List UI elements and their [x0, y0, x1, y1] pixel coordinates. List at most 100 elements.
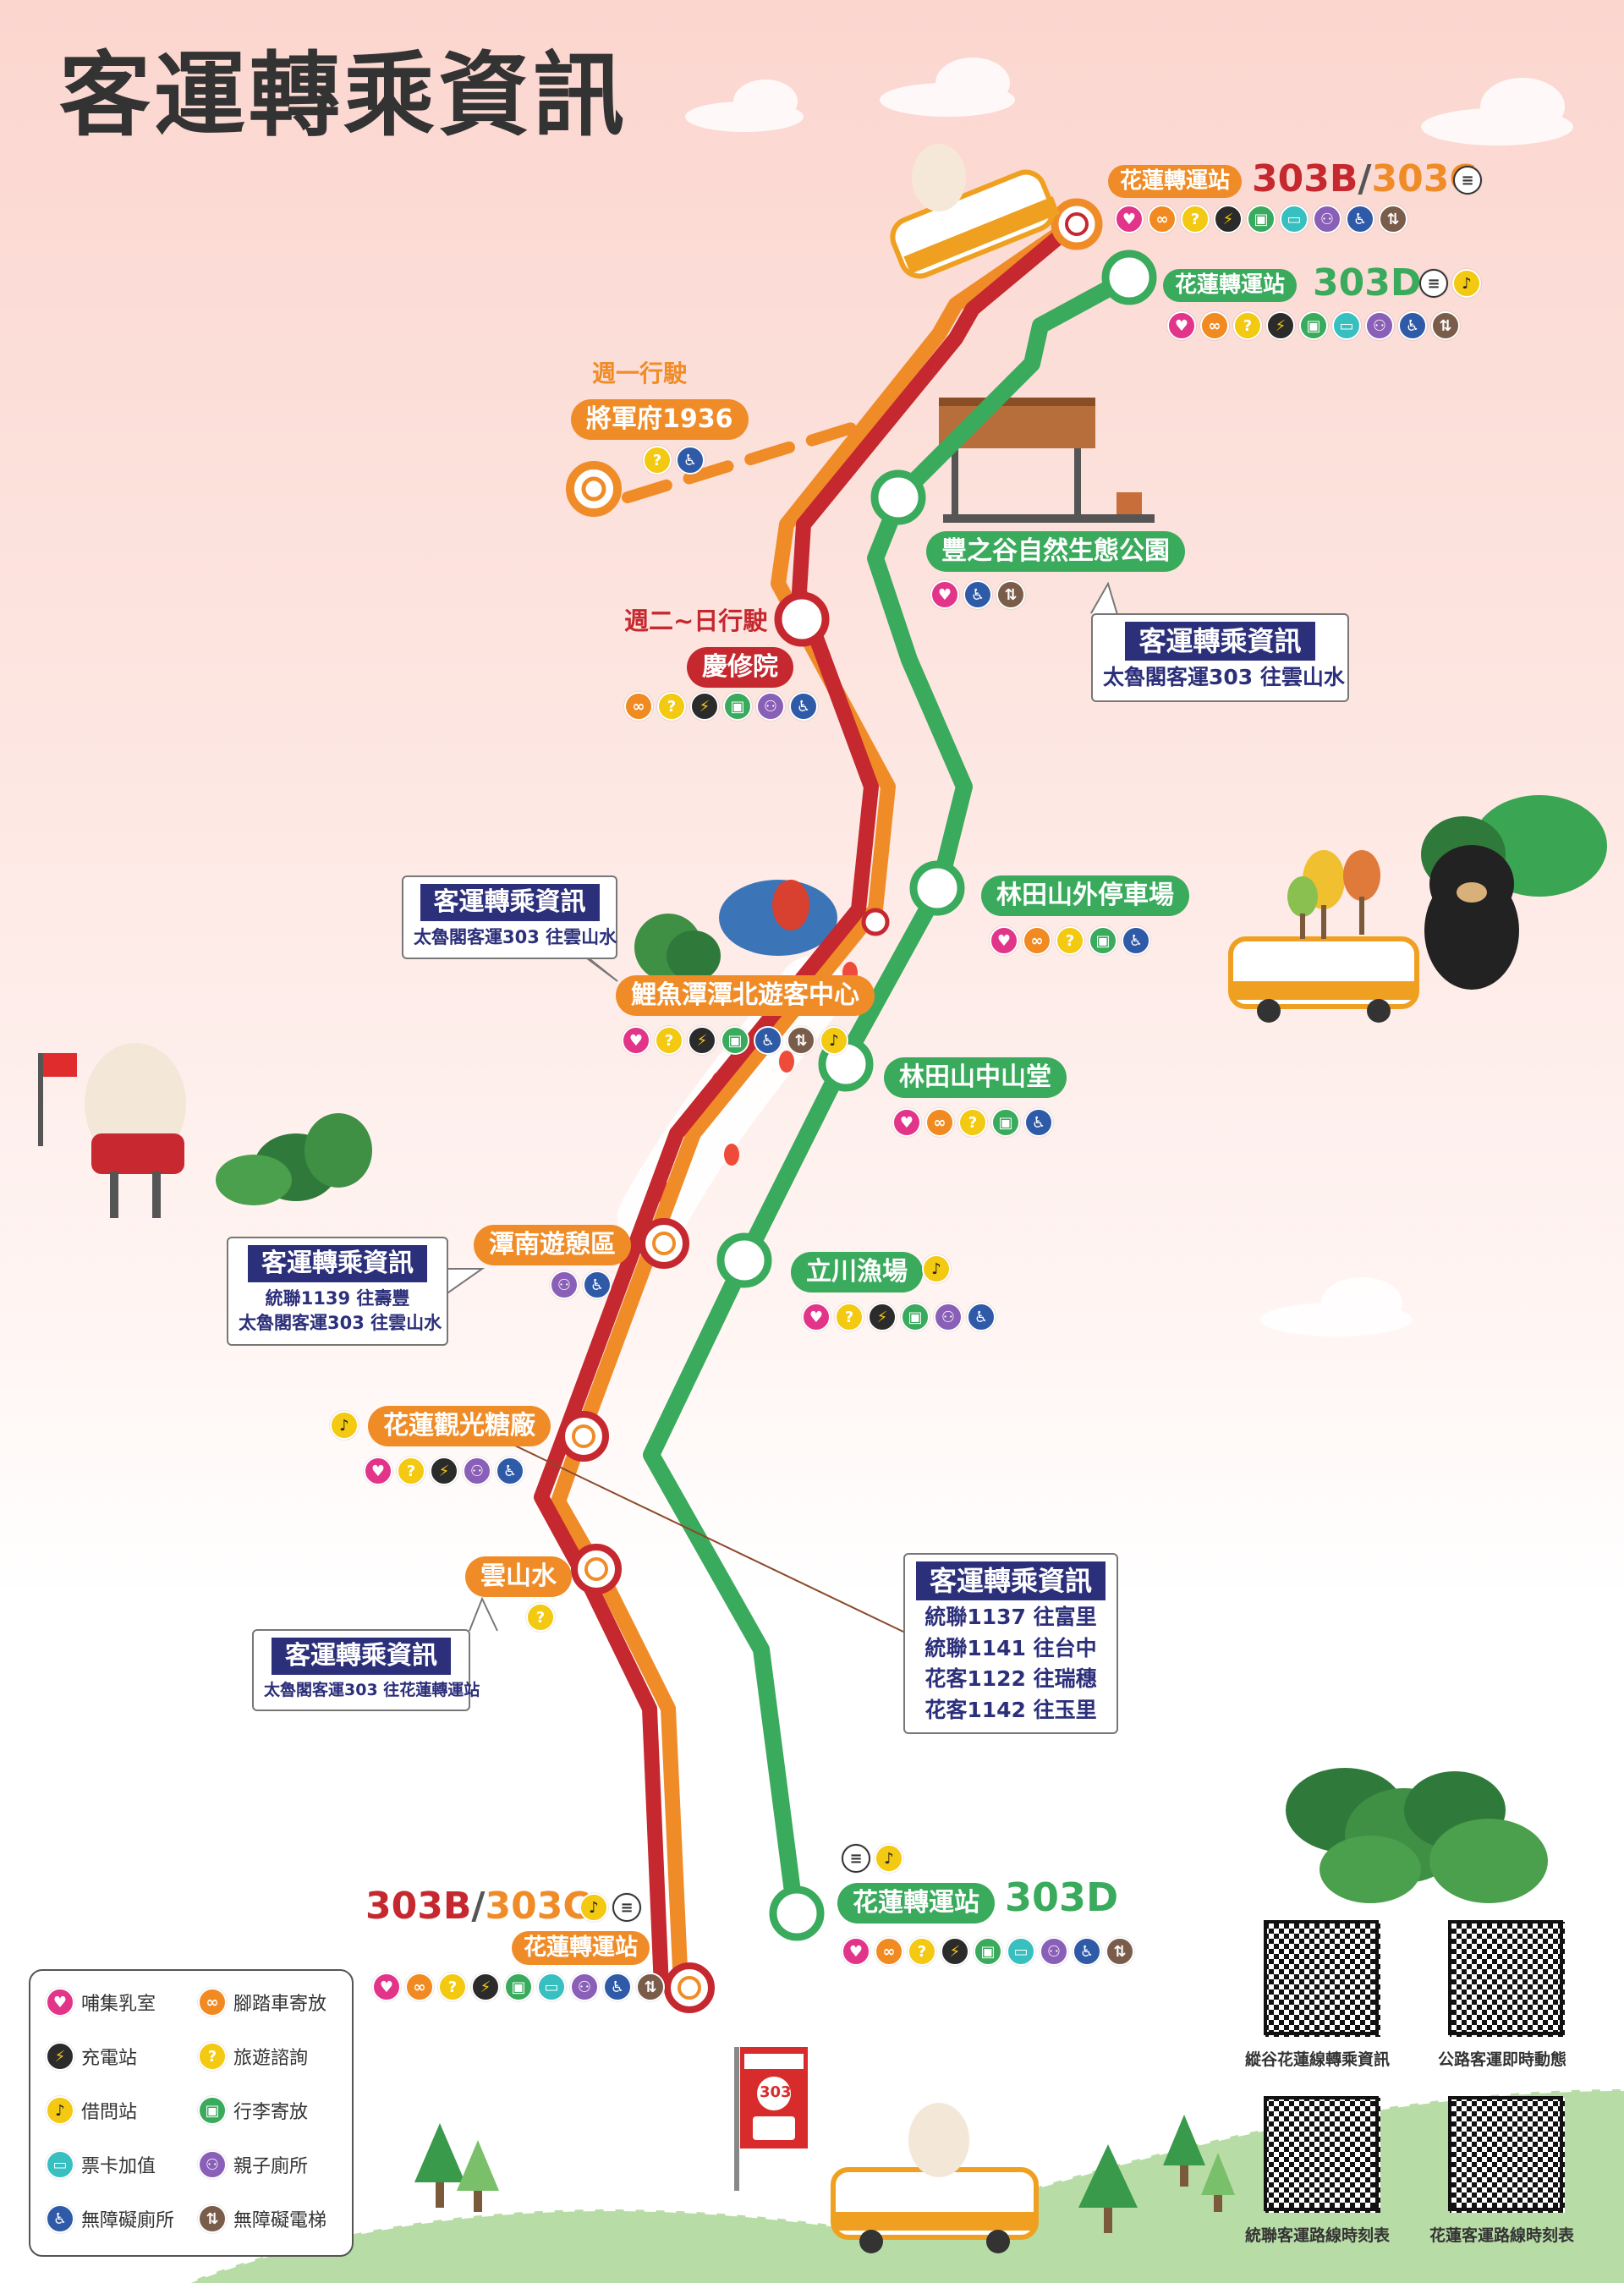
railway-icon: ≡	[612, 1893, 641, 1922]
liyu-transfer-box: 客運轉乘資訊 太魯閣客運303 往雲山水	[402, 875, 617, 960]
transfer-box-line: 太魯閣客運303 往雲山水	[1103, 665, 1345, 690]
nursing-room-icon: ♥	[1167, 311, 1196, 340]
bottom-orange-route-codes: 303B/303C	[365, 1888, 590, 1925]
transfer-box-line: 統聯1137 往富里	[924, 1605, 1097, 1630]
travel-info-icon: ?	[657, 692, 686, 721]
qr-caption: 統聯客運路線時刻表	[1245, 2226, 1391, 2245]
bottom-bus	[831, 2103, 1039, 2253]
accessible-elevator-icon: ⇅	[1431, 311, 1460, 340]
qr-code-transfer-info[interactable]	[1264, 1920, 1379, 2035]
top-orange-extra-icons: ≡	[1453, 166, 1482, 195]
nursing-room-icon: ♥	[930, 580, 959, 609]
bottom-green-station-label: 花蓮轉運站	[837, 1883, 995, 1924]
top-orange-station-label: 花蓮轉運站	[1108, 165, 1243, 199]
sugar-label: 花蓮觀光糖廠	[368, 1406, 551, 1446]
luggage-storage-icon: ▣	[974, 1937, 1002, 1966]
station-fengzhigu[interactable]	[870, 469, 926, 525]
legend-label: 腳踏車寄放	[233, 1994, 327, 2015]
bike-parking-icon: ∞	[925, 1108, 954, 1137]
luggage-storage-icon: ▣	[1089, 926, 1117, 955]
route-slash: /	[1358, 157, 1372, 200]
family-restroom-icon: ⚇	[570, 1973, 599, 2001]
accessible-elevator-icon: ⇅	[1379, 205, 1407, 233]
bottom-orange-extra-icons: ♪ ≡	[579, 1893, 641, 1922]
accessible-elevator-icon: ⇅	[198, 2204, 227, 2233]
liyu-facility-icons: ♥ ? ⚡ ▣ ♿ ⇅ ♪	[622, 1026, 848, 1055]
legend-item: ▭ 票卡加值	[46, 2150, 156, 2179]
station-lichuan[interactable]	[716, 1232, 772, 1288]
tannan-label: 潭南遊憩區	[474, 1225, 631, 1265]
bike-parking-icon: ∞	[875, 1937, 903, 1966]
legend-label: 親子廁所	[233, 2156, 309, 2177]
qr-code-hualien-bus-timetable[interactable]	[1448, 2096, 1563, 2211]
transfer-box-heading: 客運轉乘資訊	[1125, 622, 1315, 661]
accessible-restroom-icon: ♿	[754, 1026, 782, 1055]
nursing-room-icon: ♥	[842, 1937, 870, 1966]
bottom-green-extra-icons: ≡ ♪	[842, 1844, 903, 1873]
travel-info-icon: ?	[1181, 205, 1210, 233]
legend-label: 票卡加值	[81, 2156, 156, 2177]
bushes	[216, 795, 1607, 1903]
luggage-storage-icon: ▣	[721, 1026, 749, 1055]
family-restroom-icon: ⚇	[756, 692, 785, 721]
family-restroom-icon: ⚇	[1040, 1937, 1068, 1966]
tannan-transfer-box: 客運轉乘資訊 統聯1139 往壽豐 太魯閣客運303 往雲山水	[227, 1237, 448, 1346]
route-303b: 303B	[1252, 157, 1358, 200]
station-hualien-bottom-green[interactable]	[769, 1885, 825, 1941]
qr-code-ubus-timetable[interactable]	[1264, 2096, 1379, 2211]
charging-station-icon: ⚡	[690, 692, 719, 721]
station-liyu[interactable]	[861, 908, 890, 936]
luggage-storage-icon: ▣	[901, 1303, 930, 1331]
legend-label: 哺集乳室	[81, 1994, 156, 2015]
card-topup-icon: ▭	[46, 2150, 74, 2179]
charging-station-icon: ⚡	[1266, 311, 1295, 340]
transfer-box-line: 統聯1139 往壽豐	[265, 1288, 410, 1309]
top-green-facility-icons: ♥ ∞ ? ⚡ ▣ ▭ ⚇ ♿ ⇅	[1167, 311, 1460, 340]
charging-station-icon: ⚡	[688, 1026, 716, 1055]
deciduous-trees	[1287, 850, 1380, 939]
bike-parking-icon: ∞	[1148, 205, 1177, 233]
legend-label: 無障礙廁所	[81, 2210, 175, 2231]
accessible-elevator-icon: ⇅	[996, 580, 1025, 609]
top-green-station-label: 花蓮轉運站	[1163, 269, 1298, 303]
accessible-restroom-icon: ♿	[1346, 205, 1374, 233]
station-hualien-top-green[interactable]	[1101, 250, 1157, 305]
sugar-transfer-box: 客運轉乘資訊 統聯1137 往富里 統聯1141 往台中 花客1122 往瑞穗 …	[903, 1553, 1118, 1735]
accessible-restroom-icon: ♿	[967, 1303, 996, 1331]
accessible-restroom-icon: ♿	[789, 692, 818, 721]
legend-item: ▣行李寄放	[198, 2096, 308, 2125]
railway-icon: ≡	[1419, 269, 1448, 298]
jiangjunfu-label: 將軍府1936	[571, 399, 749, 440]
accessible-restroom-icon: ♿	[496, 1457, 524, 1485]
accessible-restroom-icon: ♿	[46, 2204, 74, 2233]
qr-caption: 縱谷花蓮線轉乘資訊	[1245, 2050, 1391, 2069]
transfer-box-line: 太魯閣客運303 往雲山水	[414, 927, 617, 947]
page-title: 客運轉乘資訊	[59, 43, 628, 149]
pavilion	[939, 398, 1155, 523]
accessible-restroom-icon: ♿	[603, 1973, 632, 2001]
transfer-box-heading: 客運轉乘資訊	[420, 884, 600, 921]
top-orange-route-codes: 303B/303C	[1252, 161, 1477, 198]
nursing-room-icon: ♥	[892, 1108, 921, 1137]
route-303c: 303C	[485, 1885, 590, 1928]
transfer-box-heading: 客運轉乘資訊	[272, 1638, 451, 1675]
accessible-restroom-icon: ♿	[1073, 1937, 1101, 1966]
legend-label: 借問站	[81, 2102, 138, 2123]
jiangjunfu-facility-icons: ? ♿	[643, 446, 705, 475]
lending-station-icon: ♪	[330, 1411, 359, 1440]
lending-station-icon: ♪	[820, 1026, 848, 1055]
station-linshan-parking[interactable]	[909, 860, 965, 916]
travel-info-icon: ?	[835, 1303, 864, 1331]
accessible-restroom-icon: ♿	[676, 446, 705, 475]
transfer-box-heading: 客運轉乘資訊	[248, 1245, 427, 1282]
family-restroom-icon: ⚇	[1313, 205, 1341, 233]
accessible-restroom-icon: ♿	[1398, 311, 1427, 340]
travel-info-icon: ?	[655, 1026, 683, 1055]
charging-station-icon: ⚡	[941, 1937, 969, 1966]
linshan-parking-facility-icons: ♥ ∞ ? ▣ ♿	[990, 926, 1150, 955]
qr-code-realtime[interactable]	[1448, 1920, 1563, 2035]
travel-info-icon: ?	[438, 1973, 467, 2001]
transfer-box-line: 太魯閣客運303 往雲山水	[239, 1313, 442, 1334]
station-qingxiu[interactable]	[774, 591, 830, 647]
